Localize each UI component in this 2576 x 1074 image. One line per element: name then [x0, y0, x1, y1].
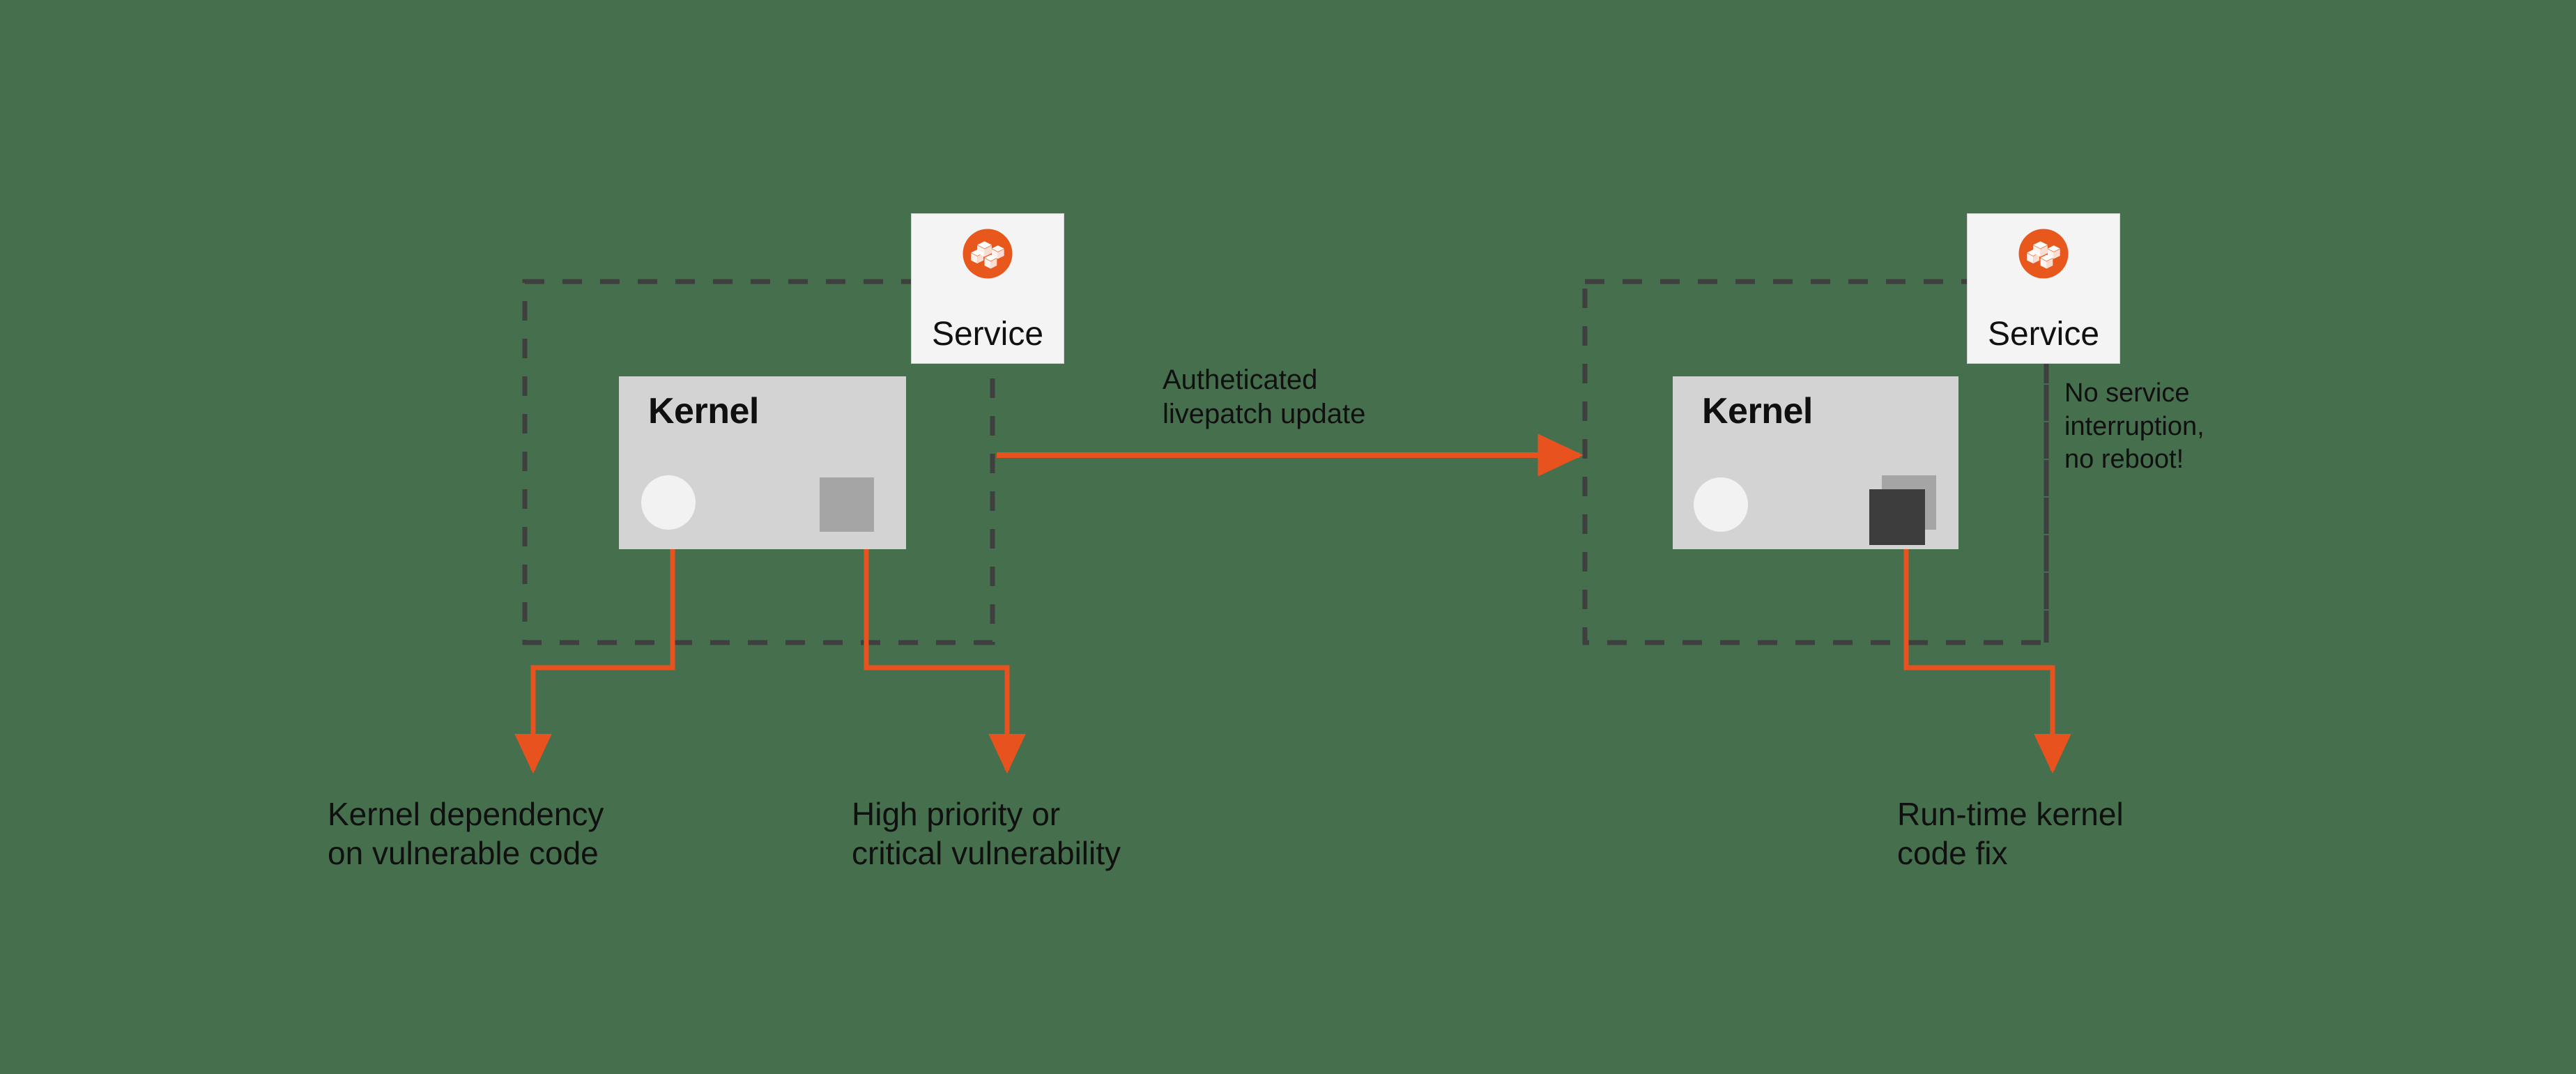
- livepatch-update-label: Autheticated livepatch update: [1163, 365, 1366, 429]
- after-kernel-caller-circle: [1694, 477, 1748, 532]
- runtime-fix-caption: Run-time kernel code fix: [1897, 796, 2124, 872]
- snap-cube-icon: [962, 228, 1013, 279]
- before-kernel-caller-circle: [641, 475, 696, 530]
- kernel-dependency-caption: Kernel dependency on vulnerable code: [328, 796, 604, 872]
- snap-cube-icon: [2018, 228, 2069, 279]
- after-kernel-box: Kernel: [1673, 376, 1958, 549]
- after-patched-code-square: [1869, 489, 1925, 545]
- before-kernel-box: Kernel: [619, 376, 906, 549]
- after-service-box: Service: [1967, 213, 2120, 364]
- no-interruption-note: No service interruption, no reboot!: [2064, 378, 2205, 474]
- high-priority-caption: High priority or critical vulnerability: [852, 796, 1121, 872]
- runtime-fix-leader: [1903, 533, 2071, 774]
- before-group-boundary: [522, 279, 995, 645]
- before-service-box: Service: [911, 213, 1064, 364]
- kernel-dependency-leader: [514, 519, 675, 774]
- after-group-boundary: [1582, 279, 2049, 645]
- high-priority-leader: [864, 528, 1026, 774]
- after-kernel-title: Kernel: [1702, 391, 1813, 431]
- before-service-label: Service: [931, 316, 1044, 353]
- after-service-label: Service: [1987, 316, 2100, 353]
- before-vulnerable-code-square: [820, 477, 874, 532]
- before-kernel-title: Kernel: [648, 391, 759, 431]
